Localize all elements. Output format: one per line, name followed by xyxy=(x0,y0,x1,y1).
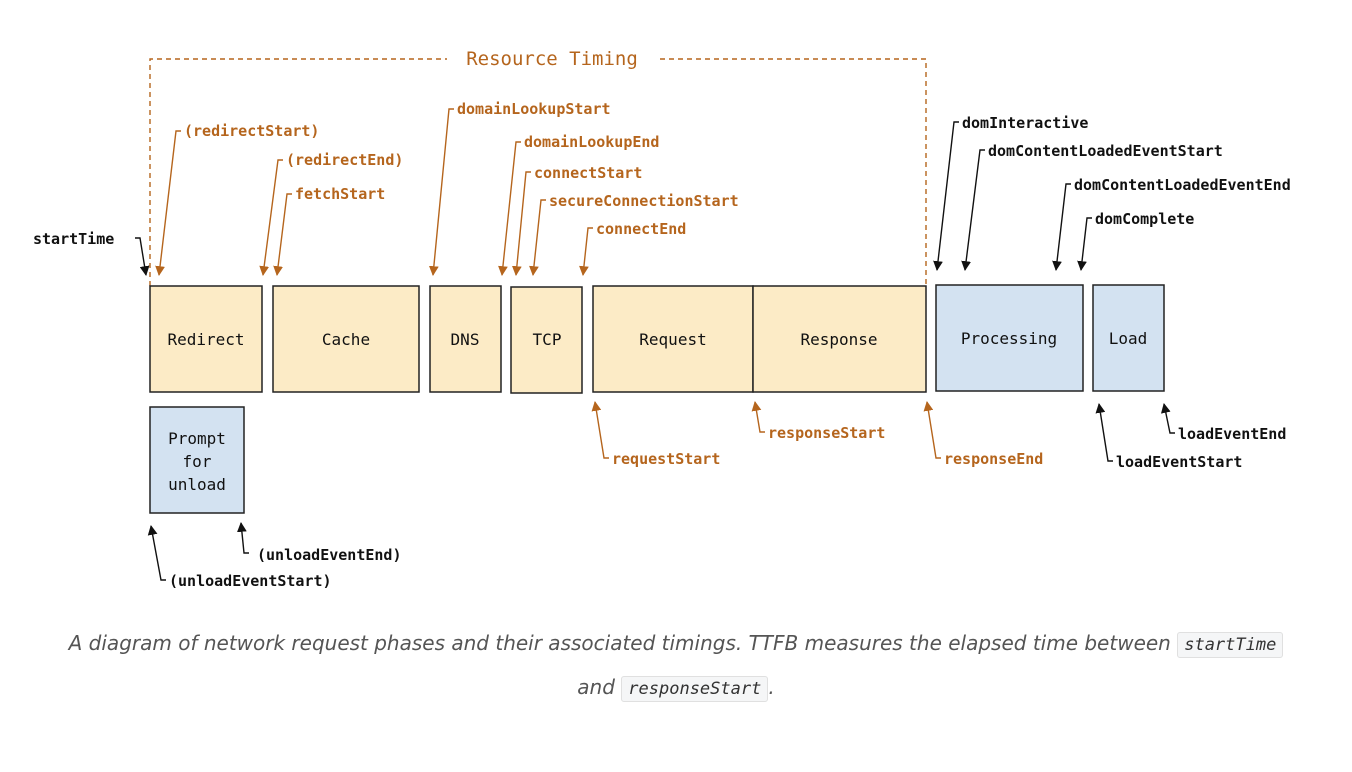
label-connectstart: connectStart xyxy=(534,164,642,182)
marker-secureconnectionstart: secureConnectionStart xyxy=(529,192,739,276)
marker-domcontentloadedeventend: domContentLoadedEventEnd xyxy=(1052,176,1291,271)
caption-text-before: A diagram of network request phases and … xyxy=(68,631,1171,655)
marker-domainlookupend: domainLookupEnd xyxy=(498,133,659,276)
marker-domainlookupstart: domainLookupStart xyxy=(428,100,611,276)
marker-responseend: responseEnd xyxy=(923,401,1043,468)
phase-box-redirect: Redirect xyxy=(149,285,263,393)
marker-domcontentloadedeventstart: domContentLoadedEventStart xyxy=(961,142,1223,271)
label-domainlookupend: domainLookupEnd xyxy=(524,133,659,151)
label-secureconnectionstart: secureConnectionStart xyxy=(549,192,739,210)
label-redirectend: (redirectEnd) xyxy=(286,151,403,169)
label-unloadeventstart: (unloadEventStart) xyxy=(169,572,332,590)
marker-loadeventend: loadEventEnd xyxy=(1160,403,1286,443)
label-requeststart: requestStart xyxy=(612,450,720,468)
phase-label-response: Response xyxy=(800,330,877,349)
caption-text-after: . xyxy=(768,675,775,699)
caption-text-middle: and xyxy=(577,675,615,699)
phase-label-prompt-line1: Prompt xyxy=(168,429,226,448)
phase-box-processing: Processing xyxy=(935,284,1084,392)
phase-box-dns: DNS xyxy=(429,285,502,393)
marker-domcomplete: domComplete xyxy=(1077,210,1194,271)
label-domcontentloadedeventstart: domContentLoadedEventStart xyxy=(988,142,1223,160)
phase-label-cache: Cache xyxy=(322,330,370,349)
label-responseend: responseEnd xyxy=(944,450,1043,468)
resource-timing-bracket: Resource Timing xyxy=(149,48,927,286)
phase-box-request: Request xyxy=(592,285,754,393)
label-dominteractive: domInteractive xyxy=(962,114,1088,132)
label-unloadeventend: (unloadEventEnd) xyxy=(257,546,402,564)
marker-connectstart: connectStart xyxy=(511,164,642,276)
caption-code-starttime: startTime xyxy=(1177,632,1284,658)
label-redirectstart: (redirectStart) xyxy=(184,122,319,140)
marker-loadeventstart: loadEventStart xyxy=(1095,403,1242,471)
phase-box-response: Response xyxy=(752,285,927,393)
marker-connectend: connectEnd xyxy=(579,220,686,276)
phase-box-prompt-for-unload: Prompt for unload xyxy=(149,406,245,514)
marker-dominteractive: domInteractive xyxy=(933,114,1088,271)
marker-requeststart: requestStart xyxy=(591,401,720,468)
phase-box-cache: Cache xyxy=(272,285,420,393)
marker-responsestart: responseStart xyxy=(751,401,885,442)
label-fetchstart: fetchStart xyxy=(295,185,385,203)
label-starttime: startTime xyxy=(33,230,114,248)
phase-label-load: Load xyxy=(1109,329,1148,348)
label-loadeventstart: loadEventStart xyxy=(1116,453,1242,471)
phase-label-request: Request xyxy=(639,330,706,349)
label-domcomplete: domComplete xyxy=(1095,210,1194,228)
phase-label-tcp: TCP xyxy=(533,330,562,349)
phase-label-dns: DNS xyxy=(451,330,480,349)
phase-box-tcp: TCP xyxy=(510,286,583,394)
figure-caption: A diagram of network request phases and … xyxy=(30,622,1322,710)
label-loadeventend: loadEventEnd xyxy=(1178,425,1286,443)
marker-fetchstart: fetchStart xyxy=(273,185,385,276)
phase-label-prompt-line2: for xyxy=(183,452,212,471)
phase-label-redirect: Redirect xyxy=(167,330,244,349)
network-timing-diagram: Resource Timing Redirect Cache DNS TCP R… xyxy=(33,48,1291,590)
marker-redirectend: (redirectEnd) xyxy=(259,151,403,276)
marker-starttime: startTime xyxy=(33,230,150,276)
marker-unloadeventend: (unloadEventEnd) xyxy=(237,522,402,564)
marker-redirectstart: (redirectStart) xyxy=(155,122,319,276)
label-domainlookupstart: domainLookupStart xyxy=(457,100,611,118)
resource-timing-title: Resource Timing xyxy=(466,48,638,70)
caption-code-responsestart: responseStart xyxy=(621,676,769,702)
label-responsestart: responseStart xyxy=(768,424,885,442)
label-connectend: connectEnd xyxy=(596,220,686,238)
label-domcontentloadedeventend: domContentLoadedEventEnd xyxy=(1074,176,1291,194)
phase-box-load: Load xyxy=(1092,284,1165,392)
marker-unloadeventstart: (unloadEventStart) xyxy=(147,525,332,590)
phase-label-prompt-line3: unload xyxy=(168,475,226,494)
phase-label-processing: Processing xyxy=(961,329,1057,348)
